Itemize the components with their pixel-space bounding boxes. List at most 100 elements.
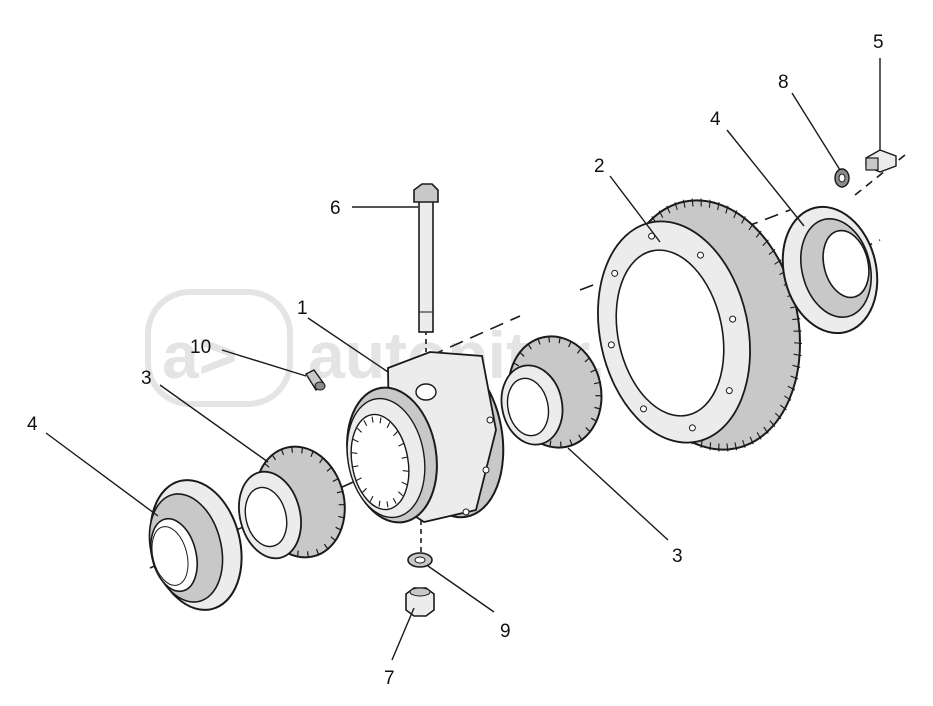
bolt-hole	[696, 251, 704, 259]
gear-tooth	[519, 351, 525, 357]
gear-tooth	[709, 442, 712, 451]
callout-labels: 1 2 3 3 4 4 5 6 7 8 9 10	[27, 32, 884, 689]
gear-tooth	[576, 348, 582, 354]
gear-tooth	[733, 210, 738, 219]
gear-tooth	[779, 404, 787, 411]
gear-tooth	[336, 490, 343, 494]
gear-tooth	[725, 205, 729, 214]
gear-tooth	[560, 441, 562, 448]
gear-tooth	[330, 536, 336, 542]
leader-line-2	[609, 175, 661, 243]
callout-9: 9	[500, 621, 511, 642]
gear-tooth	[315, 548, 320, 555]
bolt-hole	[725, 387, 733, 395]
gear-tooth	[691, 198, 694, 207]
gear-tooth	[338, 515, 345, 519]
grease-fitting-icon	[304, 369, 326, 392]
leader-line-1	[307, 317, 389, 373]
gear-tooth	[682, 199, 686, 208]
gear-tooth	[352, 465, 359, 468]
gear-tooth	[392, 498, 397, 504]
leader-line-3-right	[567, 447, 669, 541]
gear-tooth	[734, 442, 738, 451]
callout-2: 2	[594, 156, 605, 177]
gear-tooth	[351, 452, 358, 455]
callout-8: 8	[778, 72, 789, 93]
gear-tooth	[774, 259, 782, 265]
gear-tooth	[769, 420, 776, 427]
callout-1: 1	[297, 298, 308, 319]
side-gear-icon	[500, 335, 603, 449]
gear-tooth	[306, 551, 309, 558]
leader-line-7	[391, 607, 415, 661]
gear-tooth	[792, 364, 801, 369]
callout-7: 7	[384, 668, 395, 689]
gear-tooth	[755, 230, 762, 238]
gear-tooth	[513, 362, 520, 367]
gear-tooth	[402, 469, 409, 472]
leader-line-10	[221, 349, 307, 377]
bearing-cup-icon	[781, 205, 879, 335]
gear-tooth	[401, 481, 408, 486]
gear-tooth	[792, 318, 801, 321]
leader-line-9	[427, 565, 495, 613]
gear-tooth	[594, 381, 601, 385]
gear-tooth	[756, 432, 762, 440]
gear-tooth	[748, 222, 754, 231]
nut-icon	[405, 587, 435, 617]
gear-tooth	[379, 417, 382, 424]
leader-line-8	[791, 92, 841, 171]
gear-tooth	[296, 550, 299, 557]
bolt-hole	[729, 315, 737, 323]
gear-tooth	[774, 412, 782, 420]
callout-4-right: 4	[710, 109, 721, 130]
gear-tooth	[326, 466, 332, 472]
gear-tooth	[319, 457, 324, 464]
gear-tooth	[741, 216, 746, 224]
gear-tooth	[537, 338, 541, 345]
gear-tooth	[363, 420, 368, 426]
gear-tooth	[378, 500, 381, 507]
gear-tooth	[749, 436, 754, 445]
leader-line-4-left	[45, 432, 159, 517]
callout-3-left: 3	[141, 368, 152, 389]
gear-tooth	[726, 443, 729, 452]
gear-tooth	[708, 199, 711, 208]
gear-tooth	[369, 495, 374, 502]
gear-tooth	[790, 375, 799, 380]
gear-tooth	[356, 427, 363, 433]
gear-tooth	[352, 438, 359, 443]
gear-tooth	[398, 442, 405, 447]
gear-tooth	[590, 417, 597, 422]
watermark-logo-frame	[145, 289, 293, 407]
gear-tooth	[301, 447, 304, 454]
leader-lines	[45, 58, 881, 661]
bolt-hole	[607, 341, 615, 349]
bolt-hole	[648, 232, 656, 240]
gear-tooth	[393, 431, 399, 437]
callout-5: 5	[873, 32, 884, 53]
bearing-cup-icon	[148, 479, 243, 611]
gear-tooth	[401, 456, 408, 459]
callout-3-right: 3	[672, 546, 683, 567]
gear-tooth	[397, 491, 404, 497]
gear-tooth	[361, 487, 367, 493]
bolt-icon	[865, 149, 897, 173]
gear-tooth	[578, 434, 583, 441]
gear-tooth	[569, 439, 573, 446]
gear-tooth	[666, 205, 671, 214]
bolt-hole	[611, 269, 619, 277]
gear-tooth	[700, 439, 703, 448]
callout-6: 6	[330, 198, 341, 219]
gear-tooth	[558, 337, 561, 344]
gear-tooth	[594, 406, 601, 410]
gear-tooth	[323, 543, 329, 550]
gear-tooth	[549, 440, 552, 447]
differential-housing-icon	[346, 351, 505, 524]
gear-tooth	[590, 369, 597, 373]
gear-tooth	[584, 357, 590, 363]
gear-tooth	[793, 342, 803, 344]
leader-line-3-left	[159, 384, 269, 463]
